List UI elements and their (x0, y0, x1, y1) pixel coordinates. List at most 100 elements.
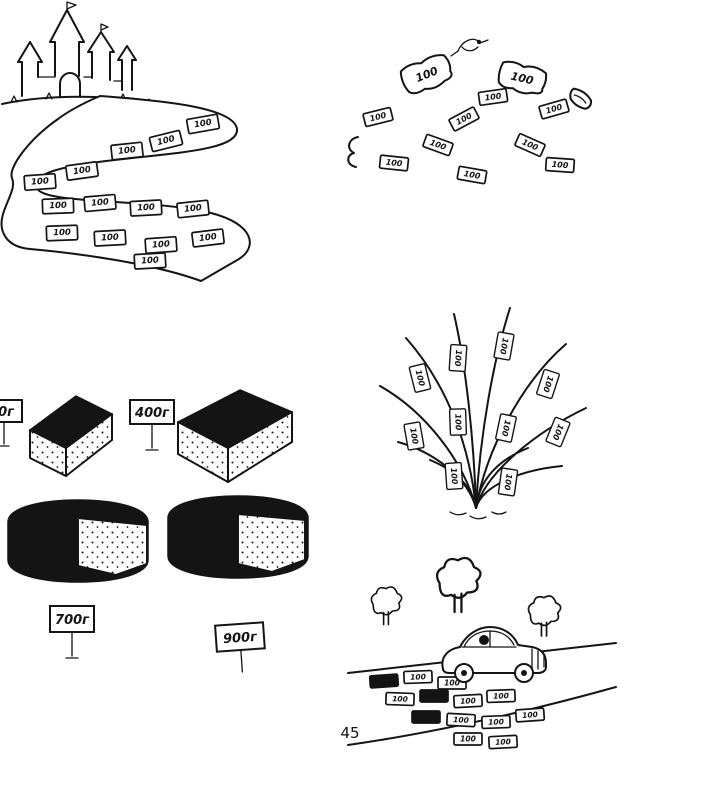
banknote: 100 (362, 106, 394, 128)
banknote: 100 (456, 165, 488, 185)
price-sign-wheel-right: 900г (214, 621, 266, 673)
banknote-label: 100 (137, 203, 155, 214)
banknote: 100 (422, 133, 454, 157)
banknote-label: 100 (369, 111, 388, 124)
banknote: 100 (544, 156, 576, 174)
banknote: 100 (64, 161, 100, 181)
page-number: 45 (340, 724, 360, 742)
banknote: 100 (452, 693, 484, 709)
banknote: 100 (497, 467, 519, 497)
banknote: 100 (133, 252, 167, 270)
banknote: 100 (408, 363, 432, 393)
banknote: 100 (110, 141, 144, 161)
cheese-wedge (29, 395, 113, 477)
banknote: 100 (545, 416, 571, 448)
grass-tufts (10, 92, 153, 106)
tree (527, 595, 562, 637)
price-sign-label: 0г (0, 405, 15, 420)
banknote-label: 100 (49, 201, 67, 212)
banknote: 100 (493, 331, 515, 361)
car (441, 626, 547, 683)
banknote-label: 100 (493, 691, 509, 701)
banknote: 100 (444, 461, 464, 491)
bird-doodle (450, 38, 489, 57)
banknote: 100 (419, 689, 449, 703)
plant-blades (379, 307, 587, 509)
banknote-label: 100 (408, 427, 420, 445)
banknote: 100 (403, 669, 433, 685)
banknote: 100 (368, 673, 400, 689)
price-sign-label: 400г (134, 406, 170, 421)
banknote: 100 (448, 106, 480, 132)
banknote-label: 100 (484, 91, 502, 102)
banknote-label: 100 (184, 203, 203, 215)
banknote-label: 100 (193, 118, 212, 131)
banknote-label: 100 (498, 337, 510, 355)
banknote: 100 (93, 229, 127, 247)
banknote-label: 100 (118, 145, 137, 157)
banknote-label: 100 (91, 197, 110, 209)
price-sign-partial: 0г (0, 399, 23, 447)
banknote-label: 100 (449, 467, 459, 485)
price-sign-label: 700г (55, 613, 90, 628)
banknote: 100 (83, 193, 117, 213)
banknote-label: 100 (509, 70, 535, 88)
price-sign-label: 900г (223, 630, 259, 647)
plant-ground (449, 511, 507, 520)
banknote-label: 100 (460, 696, 476, 706)
crumpled-banknote: 100 (399, 54, 453, 95)
banknote-label: 100 (376, 676, 392, 686)
banknote-label: 100 (141, 256, 159, 267)
banknote: 100 (385, 691, 415, 707)
banknote-label: 100 (101, 233, 119, 244)
banknote-label: 100 (418, 713, 434, 722)
illustration-cheese-prices: 0г 400г (0, 389, 309, 673)
tree (370, 586, 403, 626)
banknote-label: 100 (152, 239, 170, 250)
banknote: 100 (495, 413, 517, 443)
banknote: 100 (411, 710, 441, 724)
banknote-label: 100 (410, 672, 426, 682)
banknote-label: 100 (500, 419, 512, 438)
banknote-label: 100 (453, 413, 463, 430)
banknote-label: 100 (488, 717, 504, 727)
tree (435, 556, 482, 614)
banknote-label: 100 (444, 679, 460, 688)
banknote: 100 (129, 199, 163, 217)
banknote: 100 (148, 129, 184, 153)
cheese-wheel (7, 499, 149, 583)
banknote-label: 100 (392, 694, 408, 704)
banknote-label: 100 (551, 160, 569, 170)
banknote: 100 (536, 368, 560, 400)
banknote: 100 (538, 98, 570, 120)
banknote: 100 (403, 421, 425, 451)
price-sign-wheel-left: 700г (49, 605, 95, 659)
cheese-wheel (167, 495, 309, 579)
squiggle-doodle (347, 136, 359, 168)
banknote-label: 100 (31, 176, 49, 187)
banknote: 100 (378, 154, 410, 172)
banknote-label: 100 (453, 349, 463, 367)
illustration-money-plant: 100 100 100 100 100 100 100 100 100 100 (379, 307, 587, 520)
plant-banknotes: 100 100 100 100 100 100 100 100 100 100 (403, 331, 571, 497)
banknote: 100 (448, 343, 468, 373)
castle (17, 1, 137, 98)
banknote: 100 (481, 714, 511, 730)
banknote: 100 (176, 199, 210, 219)
banknote: 100 (477, 87, 509, 107)
banknote-label: 100 (460, 735, 476, 744)
banknote-label: 100 (156, 134, 176, 148)
banknote-label: 100 (495, 737, 511, 747)
cheese-wedge (177, 389, 293, 483)
banknote-label: 100 (463, 169, 481, 181)
castle-gate (59, 72, 81, 98)
banknote: 100 (185, 113, 221, 135)
banknote-label: 100 (385, 158, 403, 169)
banknote: 100 (514, 707, 546, 723)
banknote: 100 (448, 408, 468, 436)
